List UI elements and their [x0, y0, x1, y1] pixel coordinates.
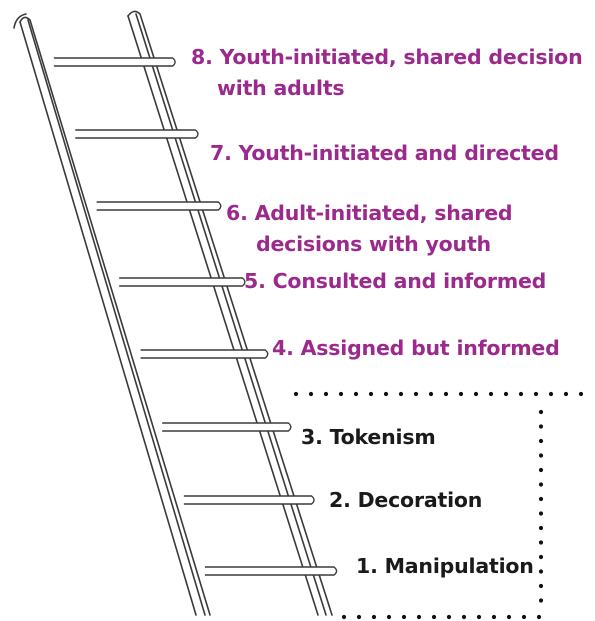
bracket-dot — [538, 540, 544, 545]
bracket-dot — [398, 391, 404, 397]
bracket-dot — [533, 391, 539, 397]
bracket-dot — [476, 614, 482, 620]
ladder-right-rail-inner — [135, 13, 327, 616]
rung-6-line1: 6. Adult-initiated, shared — [226, 201, 513, 225]
ladder-left-rail — [19, 16, 211, 616]
bracket-dot — [538, 467, 544, 473]
bracket-dot — [506, 614, 512, 620]
bracket-dot — [443, 391, 449, 397]
bracket-dot — [368, 391, 374, 397]
bracket-dot — [446, 614, 452, 620]
bracket-dot — [538, 409, 544, 415]
ladder-rung — [53, 57, 176, 67]
rung-7-label: 7. Youth-initiated and directed — [210, 138, 559, 169]
bracket-dot — [293, 391, 299, 397]
bracket-dot — [538, 554, 544, 560]
bracket-dot — [308, 391, 314, 397]
bracket-dot — [473, 391, 479, 397]
bracket-dot — [386, 614, 392, 620]
bracket-dot — [538, 598, 544, 603]
bracket-dot — [538, 438, 544, 444]
bracket-dot — [401, 614, 407, 620]
rung-1-line1: 1. Manipulation — [356, 554, 534, 578]
rung-7-line1: 7. Youth-initiated and directed — [210, 141, 559, 165]
bracket-dot — [538, 583, 544, 589]
rung-6-label: 6. Adult-initiated, shared decisions wit… — [226, 198, 513, 260]
rung-1-label: 1. Manipulation — [356, 551, 534, 582]
rung-6-line2: decisions with youth — [256, 232, 491, 256]
bracket-dot — [578, 391, 584, 397]
bracket-dot — [323, 391, 329, 397]
rung-3-label: 3. Tokenism — [301, 422, 436, 453]
bracket-dot — [341, 614, 347, 620]
bracket-dot — [338, 391, 344, 397]
rung-3-line1: 3. Tokenism — [301, 425, 436, 449]
bracket-dot — [538, 569, 544, 574]
bracket-dot — [383, 391, 389, 397]
bracket-dot — [538, 482, 544, 487]
bracket-dot — [416, 614, 422, 620]
ladder-rung — [183, 495, 315, 505]
bracket-dot — [518, 391, 524, 397]
bracket-dot — [538, 496, 544, 502]
bracket-dot — [428, 391, 434, 397]
ladder-right-rail — [127, 10, 333, 616]
bracket-dot — [371, 614, 377, 620]
bracket-dot — [491, 614, 497, 620]
ladder-rung — [96, 201, 222, 211]
bracket-dot — [536, 614, 542, 620]
bracket-dot — [431, 614, 437, 620]
ladder-left-rail-inner — [27, 19, 206, 616]
rung-8-label: 8. Youth-initiated, shared decision with… — [191, 42, 583, 104]
bracket-dot — [413, 391, 419, 397]
rung-2-label: 2. Decoration — [329, 485, 482, 516]
bracket-dot — [461, 614, 467, 620]
bracket-dot — [503, 391, 509, 397]
bracket-dot — [458, 391, 464, 397]
bracket-dot — [488, 391, 494, 397]
ladder-rung — [119, 277, 246, 287]
ladder-rung — [204, 566, 338, 576]
rung-8-line2: with adults — [217, 76, 345, 100]
ladder-rung — [140, 349, 269, 359]
rung-8-line1: 8. Youth-initiated, shared decision — [191, 45, 583, 69]
rung-4-label: 4. Assigned but informed — [272, 333, 560, 364]
ladder-rung — [162, 422, 292, 432]
bracket-dot — [353, 391, 359, 397]
rung-4-line1: 4. Assigned but informed — [272, 336, 560, 360]
rung-5-line1: 5. Consulted and informed — [244, 269, 547, 293]
bracket-dot — [538, 424, 544, 429]
bracket-dot — [538, 525, 544, 531]
bracket-dot — [356, 614, 362, 620]
rung-5-label: 5. Consulted and informed — [244, 266, 546, 297]
rung-2-line1: 2. Decoration — [329, 488, 483, 512]
ladder-rung — [75, 129, 199, 139]
bracket-dot — [521, 614, 527, 620]
bracket-dot — [563, 391, 569, 397]
bracket-dot — [538, 453, 544, 458]
bracket-dot — [548, 391, 554, 397]
bracket-dot — [538, 511, 544, 516]
